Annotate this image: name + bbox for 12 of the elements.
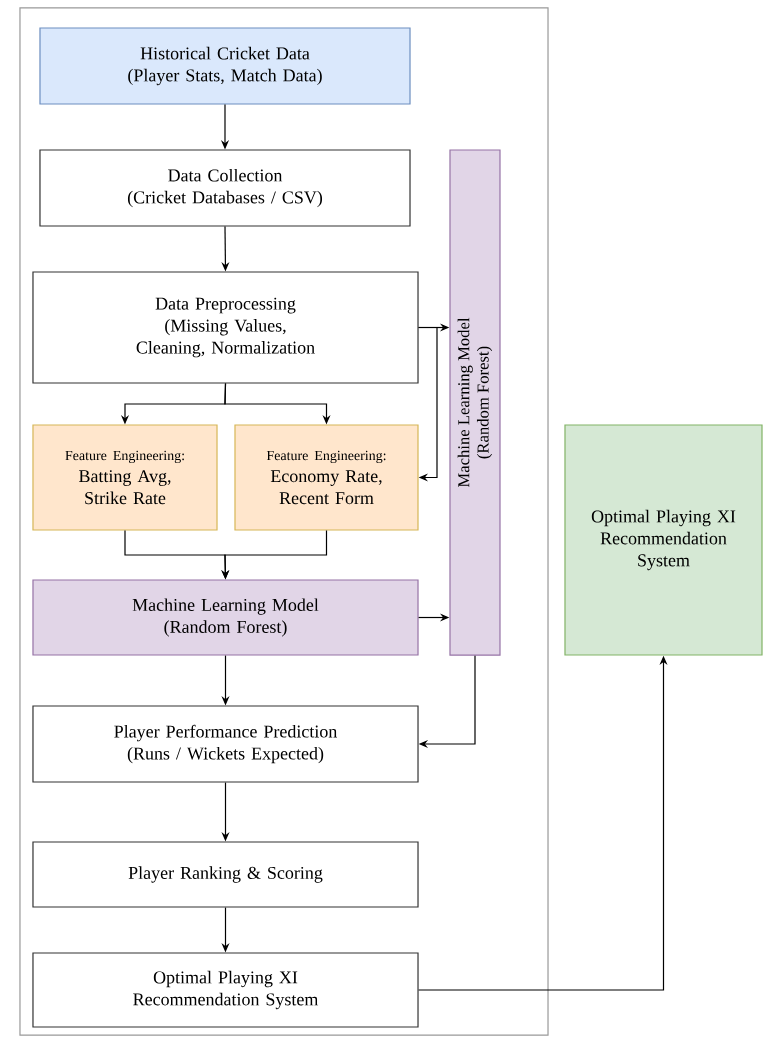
feature-box: Feature Engineering: Economy Rate, Recent Form [234,424,419,531]
process-box: Optimal Playing XI Recommendation System [32,952,419,1028]
feature-box: Feature Engineering: Batting Avg, Strike Rate [32,424,218,531]
process-box: Data Preprocessing (Missing Values, Cleaning, Normalization [32,271,419,384]
arrow [418,326,438,482]
process-box: Player Ranking & Scoring [32,841,419,908]
model-box: Machine Learning Model (Random Forest) [449,149,501,656]
output-box: Optimal Playing XI Recommendation System [564,424,763,656]
process-box: Data Collection (Cricket Databases / CSV) [39,149,411,227]
process-box: Historical Cricket Data (Player Stats, Match Data) [39,27,411,105]
model-box: Machine Learning Model (Random Forest) [32,579,419,656]
process-box: Player Performance Prediction (Runs / Wickets Expected) [32,705,419,783]
